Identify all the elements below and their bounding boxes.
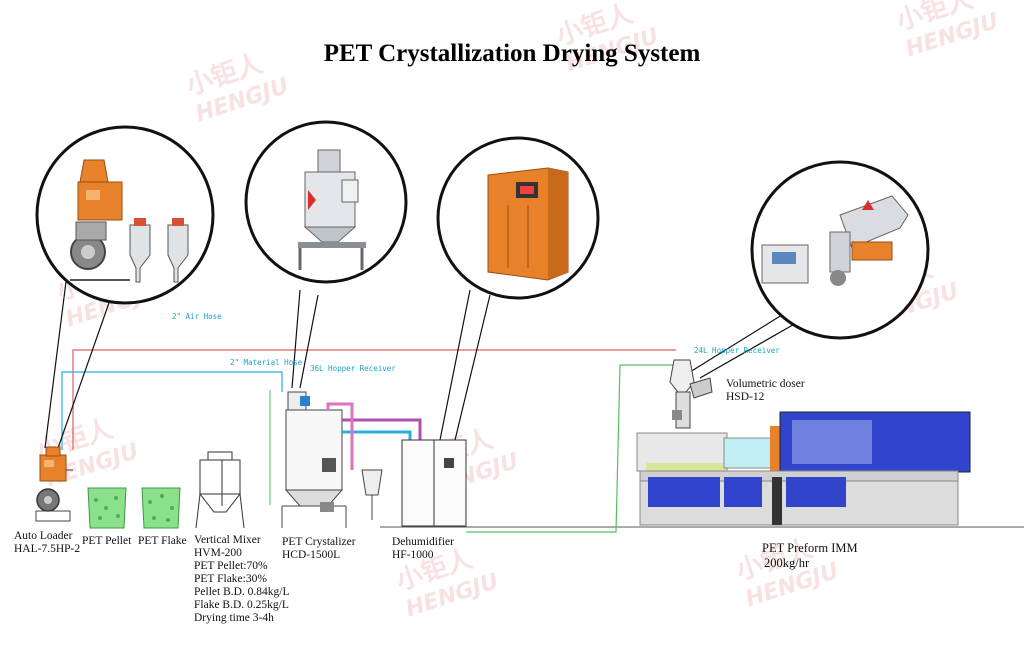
dehumidifier-machine bbox=[401, 439, 467, 527]
crystallizer-label: PET Crystalizer HCD-1500L bbox=[282, 536, 356, 561]
pet-flake-bin bbox=[141, 487, 181, 529]
auto-loader-label: Auto Loader HAL-7.5HP-2 bbox=[14, 530, 81, 555]
imm-machine bbox=[636, 411, 971, 526]
pet-pellet-label: PET Pellet bbox=[82, 535, 132, 547]
vertical-mixer-machine bbox=[195, 451, 245, 529]
dry-air-piping bbox=[326, 402, 422, 470]
pet-flake-label: PET Flake bbox=[138, 535, 187, 547]
crystallizer-photo bbox=[298, 149, 366, 270]
hopper-receiver-24-label: 24L Hopper Receiver bbox=[694, 346, 780, 355]
material-hose-line bbox=[61, 371, 283, 450]
air-hose-line bbox=[72, 349, 676, 450]
material-hose-label: 2" Material Hose bbox=[230, 358, 303, 367]
air-hose-label: 2" Air Hose bbox=[172, 312, 222, 321]
auto-loader-photo bbox=[70, 159, 189, 283]
dehumidifier-label: Dehumidifier HF-1000 bbox=[392, 536, 454, 561]
hopper-receiver-36-label: 36L Hopper Receiver bbox=[310, 364, 396, 373]
feed-line bbox=[466, 364, 676, 533]
doser-callout bbox=[689, 160, 930, 379]
imm-label: PET Preform IMM 200kg/hr bbox=[762, 541, 858, 570]
doser-photo bbox=[761, 195, 909, 286]
crystallizer-callout bbox=[244, 120, 408, 389]
loader-callout bbox=[35, 125, 215, 449]
pet-pellet-bin bbox=[87, 487, 127, 529]
vertical-mixer-label: Vertical Mixer HVM-200 PET Pellet:70% PE… bbox=[194, 534, 290, 624]
doser-machine bbox=[669, 359, 713, 429]
dehumidifier-photo bbox=[487, 167, 569, 281]
watermark: 小钜人 HENGJU bbox=[893, 0, 1002, 62]
volumetric-doser-label: Volumetric doser HSD-12 bbox=[726, 378, 805, 403]
crystallizer-machine bbox=[281, 391, 347, 528]
diagram-title: PET Crystallization Drying System bbox=[323, 40, 701, 67]
dehumidifier-callout bbox=[436, 136, 600, 441]
auto-loader-machine bbox=[35, 446, 73, 522]
cyclone-filter bbox=[361, 469, 383, 520]
